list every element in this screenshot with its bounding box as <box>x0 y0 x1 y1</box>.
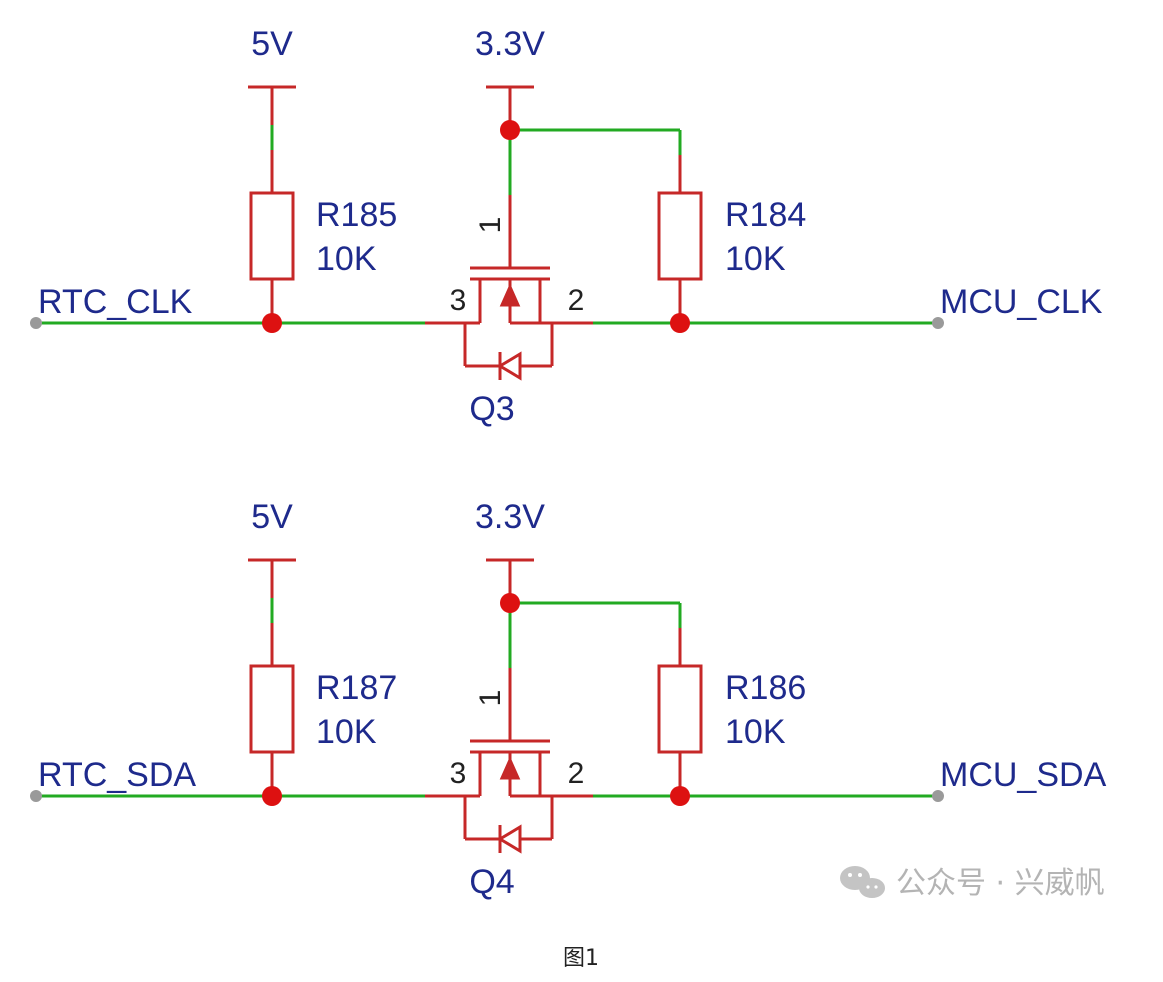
left-resistor-ref: R187 <box>316 669 397 707</box>
left-resistor <box>249 623 295 796</box>
wires <box>36 125 938 325</box>
net-terminal <box>30 317 42 329</box>
right-net-label: MCU_CLK <box>940 283 1103 321</box>
junction-dot <box>262 786 282 806</box>
wechat-icon <box>840 866 885 898</box>
left-net-label: RTC_SDA <box>38 756 196 794</box>
left-resistor-value: 10K <box>316 713 377 751</box>
supply-low-label: 3.3V <box>475 498 545 536</box>
pin-gate-number: 1 <box>474 217 507 234</box>
right-net-label: MCU_SDA <box>940 756 1107 794</box>
circuit-sda: 5V 3.3V R187 10K R186 10K RTC_SDA MCU_SD… <box>30 498 1107 901</box>
supply-high-label: 5V <box>251 25 293 63</box>
right-resistor <box>657 628 703 796</box>
circuit-clk: 5V 3.3V R185 10K R184 10K RTC_CLK MCU_CL… <box>30 25 1103 428</box>
pin-source-number: 3 <box>450 757 467 790</box>
junction-dot <box>262 313 282 333</box>
left-resistor-ref: R185 <box>316 196 397 234</box>
pin-drain-number: 2 <box>568 757 585 790</box>
figure-caption: 图1 <box>563 946 599 971</box>
right-resistor-ref: R184 <box>725 196 806 234</box>
left-net-label: RTC_CLK <box>38 283 193 321</box>
supply-5v-symbol <box>248 558 296 598</box>
supply-low-label: 3.3V <box>475 25 545 63</box>
mosfet-ref: Q3 <box>469 390 514 428</box>
right-resistor <box>657 155 703 323</box>
supply-5v-symbol <box>248 85 296 125</box>
junction-dot <box>500 593 520 613</box>
pin-source-number: 3 <box>450 284 467 317</box>
pin-drain-number: 2 <box>568 284 585 317</box>
junction-dot <box>670 786 690 806</box>
watermark-text: 公众号 · 兴威帆 <box>896 866 1105 901</box>
mosfet-symbol <box>425 195 593 381</box>
wires <box>36 598 938 798</box>
watermark: 公众号 · 兴威帆 <box>840 866 1105 901</box>
right-resistor-value: 10K <box>725 240 786 278</box>
supply-high-label: 5V <box>251 498 293 536</box>
right-resistor-value: 10K <box>725 713 786 751</box>
net-terminal <box>932 790 944 802</box>
pin-gate-number: 1 <box>474 690 507 707</box>
left-resistor-value: 10K <box>316 240 377 278</box>
left-resistor <box>249 150 295 323</box>
right-resistor-ref: R186 <box>725 669 806 707</box>
mosfet-ref: Q4 <box>469 863 514 901</box>
junction-dot <box>670 313 690 333</box>
mosfet-symbol <box>425 668 593 854</box>
net-terminal <box>932 317 944 329</box>
net-terminal <box>30 790 42 802</box>
junction-dot <box>500 120 520 140</box>
